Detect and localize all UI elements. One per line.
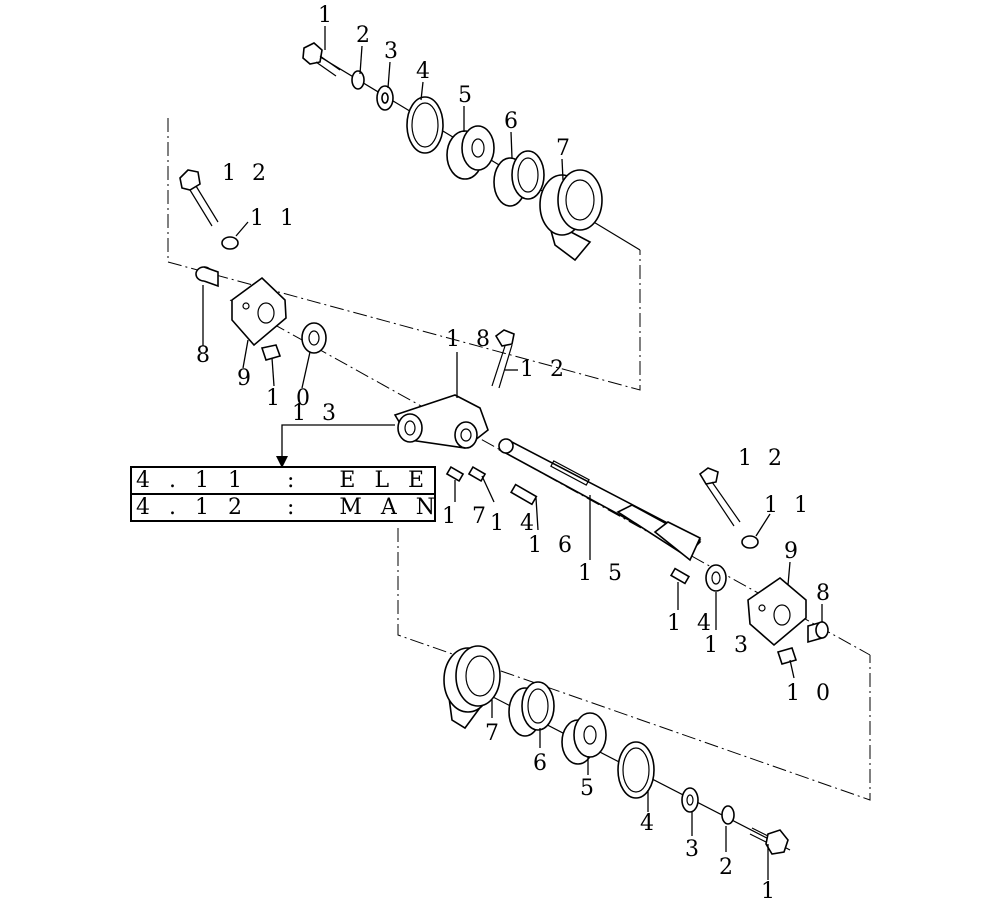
callout-number: 13 <box>704 633 764 658</box>
callout-number: 2 <box>719 855 733 880</box>
callout-number: 4 <box>416 59 430 84</box>
callout-number: 17 <box>442 504 502 529</box>
center-lever <box>393 394 489 449</box>
bottom-snap-ring-inner <box>622 747 650 793</box>
shaft <box>498 438 702 562</box>
bottom-washer <box>681 787 699 813</box>
left-spring-washer <box>221 236 239 250</box>
left-callouts: 12 11 8 9 10 13 <box>196 161 352 426</box>
left-clip <box>260 344 282 361</box>
callout-number: 6 <box>504 109 518 134</box>
callout-number: 12 <box>222 161 282 186</box>
left-pin <box>195 266 219 288</box>
top-spring-washer <box>351 70 365 90</box>
right-pin <box>807 620 829 644</box>
right-callouts: 12 11 9 8 10 <box>738 446 846 706</box>
callout-number: 3 <box>384 39 398 64</box>
center-callouts: 18 12 <box>446 327 580 398</box>
callout-number: 6 <box>533 751 547 776</box>
top-bearing <box>446 125 495 180</box>
legend-row-manual: 4.12 : MANUAL CONTROL <box>132 493 434 520</box>
callout-number: 13 <box>292 401 352 426</box>
left-washer-inner <box>308 330 320 346</box>
bottom-snap-ring <box>617 741 655 799</box>
callout-number: 4 <box>640 811 654 836</box>
callout-number: 12 <box>520 357 580 382</box>
top-bolt <box>302 42 341 77</box>
bottom-washer-inner <box>686 794 694 806</box>
center-bolt <box>491 329 515 389</box>
top-snap-ring-inner <box>411 102 439 148</box>
top-bushing <box>493 150 545 207</box>
bottom-spring-washer <box>721 805 735 825</box>
right-spring-washer <box>741 535 759 549</box>
right-clip <box>776 647 798 665</box>
bottom-bushing <box>508 681 555 737</box>
callout-number: 11 <box>250 206 310 231</box>
shaft-callouts: 17 14 16 15 14 13 <box>442 475 764 658</box>
callout-number: 12 <box>738 446 798 471</box>
callout-number: 14 <box>667 611 727 636</box>
center-keys <box>445 465 691 585</box>
callout-number: 10 <box>786 681 846 706</box>
left-long-bolt <box>179 169 219 227</box>
callout-number: 18 <box>446 327 506 352</box>
top-washer-inner <box>381 92 389 104</box>
callout-number: 14 <box>490 511 550 536</box>
bottom-callouts: 7 6 5 4 3 2 1 <box>485 700 775 904</box>
callout-number: 7 <box>556 136 570 161</box>
right-bracket <box>747 576 807 647</box>
callout-number: 9 <box>784 539 798 564</box>
callout-number: 10 <box>266 386 326 411</box>
upper-phantom-outline <box>167 118 641 391</box>
bottom-bolt <box>749 827 789 855</box>
callout-number: 1 <box>761 879 775 904</box>
top-snap-ring <box>406 96 444 154</box>
right-washer-inner <box>711 571 721 585</box>
callout-number: 2 <box>356 23 370 48</box>
callout-number: 15 <box>578 561 638 586</box>
right-washer <box>705 564 727 592</box>
control-legend-box: 4.11 : ELECTRIC CONTROL 4.12 : MANUAL CO… <box>130 466 436 522</box>
callout-number: 11 <box>764 493 824 518</box>
right-long-bolt <box>698 467 741 527</box>
callout-number: 1 <box>318 3 332 28</box>
callout-number: 5 <box>580 776 594 801</box>
top-housing <box>539 169 603 262</box>
callout-number: 8 <box>196 343 210 368</box>
bottom-housing <box>443 645 501 730</box>
lower-phantom-outline <box>397 528 871 801</box>
left-washer <box>301 322 327 354</box>
top-callouts: 1 2 3 4 5 6 7 <box>318 3 570 181</box>
legend-row-electric: 4.11 : ELECTRIC CONTROL <box>136 468 434 493</box>
bottom-bearing <box>561 712 607 765</box>
callout-number: 7 <box>485 721 499 746</box>
callout-number: 16 <box>528 533 588 558</box>
left-bracket <box>231 276 287 347</box>
callout-number: 3 <box>685 837 699 862</box>
callout-number: 9 <box>237 366 251 391</box>
legend-arrowhead <box>276 456 288 468</box>
legend-leader-line <box>281 424 395 460</box>
callout-number: 8 <box>816 581 830 606</box>
callout-number: 5 <box>458 83 472 108</box>
